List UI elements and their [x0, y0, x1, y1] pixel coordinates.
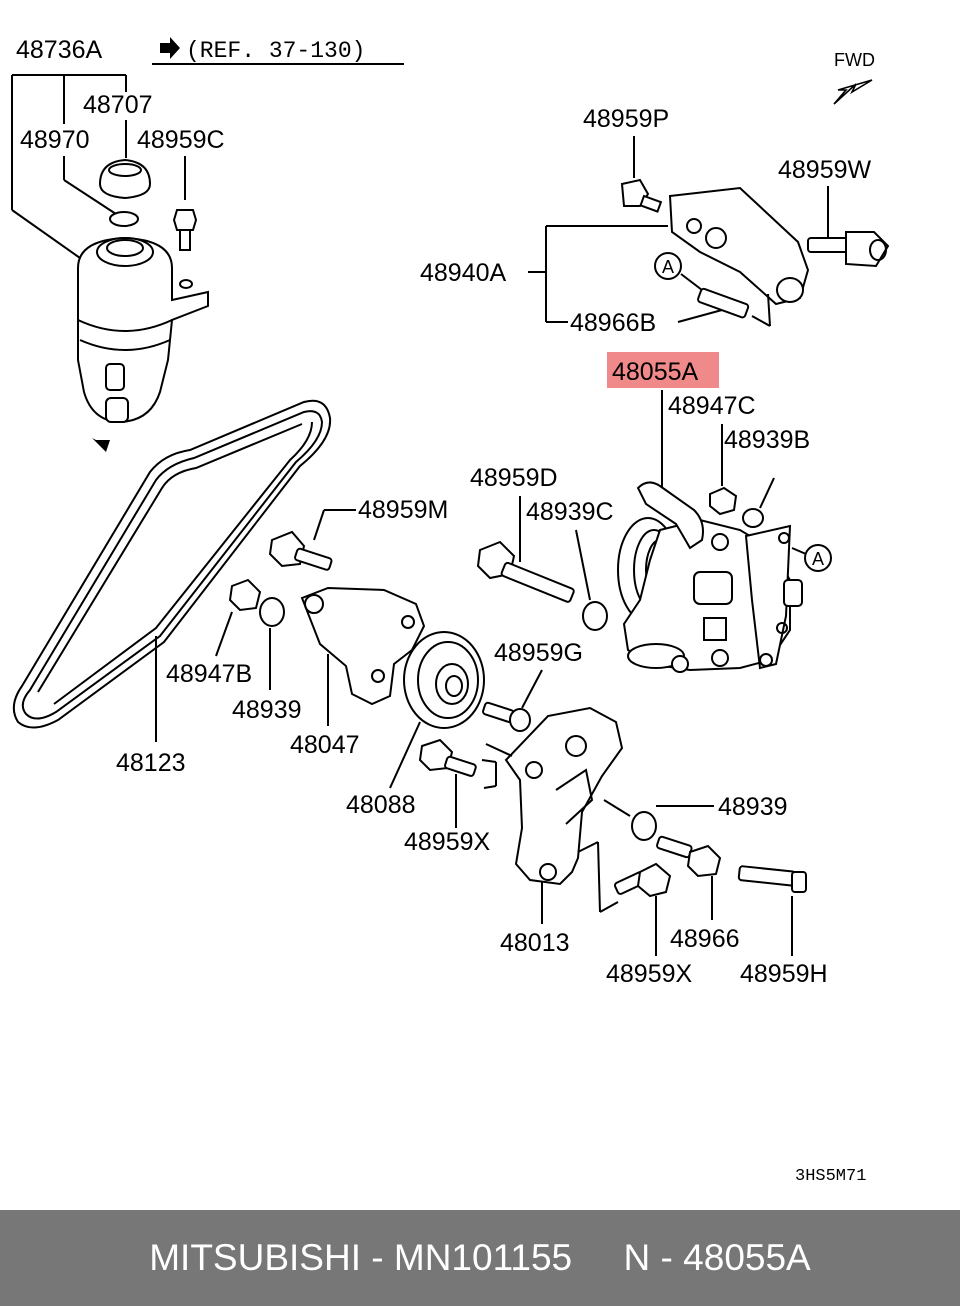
footer-brand: MITSUBISHI: [149, 1237, 361, 1278]
leader-48947B: [215, 611, 233, 657]
reservoir-o-ring: [109, 211, 139, 227]
bolt-48959G: [482, 701, 531, 732]
bracket-48013: [504, 706, 624, 886]
marker-a-pump-label: A: [812, 549, 824, 569]
washer-48939: [259, 597, 285, 627]
label-48959G[interactable]: 48959G: [494, 639, 583, 667]
drive-belt-48123: [12, 399, 332, 729]
footer-part-number[interactable]: MN101155: [393, 1237, 573, 1278]
label-48940A[interactable]: 48940A: [420, 259, 507, 287]
label-48707[interactable]: 48707: [83, 91, 153, 119]
washer-48939B: [742, 508, 764, 528]
label-48939C[interactable]: 48939C: [526, 498, 614, 526]
bolt-48959X-upper: [418, 738, 477, 777]
nut-48947B: [228, 578, 262, 612]
marker-a-upper-label: A: [662, 257, 674, 277]
fwd-arrow-icon: [833, 79, 873, 105]
leader-48959X-lower: [577, 841, 657, 956]
footer-ref-number[interactable]: 48055A: [683, 1237, 811, 1278]
fwd-label: FWD: [834, 50, 875, 70]
footer-prefix: N: [623, 1237, 651, 1278]
highlight-48055A: [607, 352, 719, 388]
bolt-48959X-lower: [613, 862, 672, 898]
label-48055A[interactable]: 48055A: [612, 358, 699, 386]
leader-48088: [389, 721, 421, 789]
arrow-right-icon: [160, 37, 180, 59]
bracket-48940A: [668, 186, 810, 306]
label-48959P[interactable]: 48959P: [583, 105, 669, 133]
label-48939[interactable]: 48939: [232, 696, 302, 724]
footer-gap: [572, 1237, 623, 1279]
reservoir-tank: [77, 236, 209, 424]
label-48947C[interactable]: 48947C: [668, 392, 756, 420]
label-48959W[interactable]: 48959W: [778, 156, 872, 184]
bolt-48959D: [476, 540, 575, 603]
down-arrow-icon: [92, 434, 112, 452]
marker-a-upper: [654, 252, 682, 280]
washer-48939C: [582, 601, 608, 631]
leader-48959X-upper: [455, 743, 513, 828]
nut-48947C: [709, 486, 738, 516]
fwd-indicator: FWD: [833, 50, 875, 105]
label-48047[interactable]: 48047: [290, 731, 360, 759]
label-48966B[interactable]: 48966B: [570, 309, 656, 337]
label-48947B[interactable]: 48947B: [166, 660, 252, 688]
diagram-code: 3HS5M71: [795, 1167, 866, 1186]
label-48959M[interactable]: 48959M: [358, 496, 448, 524]
label-48966[interactable]: 48966: [670, 925, 740, 953]
label-48123[interactable]: 48123: [116, 749, 186, 777]
power-steering-pump-48055A: [617, 481, 803, 673]
leader-48939C: [575, 529, 591, 601]
marker-a-pump: [804, 544, 832, 572]
washer-48939-lower: [631, 811, 657, 841]
leader-marker-a-pump: [791, 547, 807, 555]
bolt-48959C: [172, 209, 198, 251]
leader-48939B: [759, 477, 775, 509]
leader-marker-a-upper: [680, 273, 703, 291]
label-48088[interactable]: 48088: [346, 791, 416, 819]
leader-48959G: [521, 669, 543, 709]
label-48959X-lower[interactable]: 48959X: [606, 960, 693, 988]
label-48736A[interactable]: 48736A: [16, 36, 103, 64]
label-48013[interactable]: 48013: [500, 929, 570, 957]
label-48959H[interactable]: 48959H: [740, 960, 828, 988]
reservoir-cap: [98, 158, 152, 200]
label-48959C[interactable]: 48959C: [137, 126, 225, 154]
stud-48966B: [697, 287, 750, 319]
parts-diagram: 48736A (REF. 37-130) FWD 48707 48970 489…: [11, 36, 890, 1186]
idler-pulley-48088: [403, 631, 485, 729]
stud-48959H: [737, 865, 807, 893]
label-48939B[interactable]: 48939B: [724, 426, 810, 454]
label-48970[interactable]: 48970: [20, 126, 90, 154]
label-48939-lower[interactable]: 48939: [718, 793, 788, 821]
leader-48959M-v: [313, 509, 325, 541]
footer-separator-2: -: [650, 1237, 684, 1278]
bracket-48047: [300, 586, 426, 706]
label-48959X-upper[interactable]: 48959X: [404, 828, 491, 856]
bolt-48959M: [268, 530, 333, 571]
leader-48940A: [528, 225, 771, 327]
leader-48939-lower-b: [603, 799, 631, 817]
footer-separator-1: -: [360, 1237, 394, 1278]
ref-text[interactable]: (REF. 37-130): [186, 38, 365, 64]
footer-bar: MITSUBISHI - MN101155 N - 48055A: [0, 1210, 960, 1306]
bolt-48966: [656, 835, 722, 878]
leader-lines-reservoir: [11, 74, 186, 259]
bolt-48959W: [807, 231, 890, 268]
label-48959D[interactable]: 48959D: [470, 464, 558, 492]
bolt-48959P: [620, 178, 663, 213]
